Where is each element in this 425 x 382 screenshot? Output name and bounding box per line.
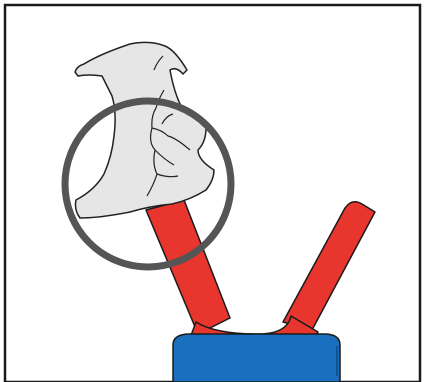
forceps-handle	[173, 334, 340, 382]
tissue-sample	[75, 42, 214, 218]
forceps-right-arm	[283, 202, 375, 330]
